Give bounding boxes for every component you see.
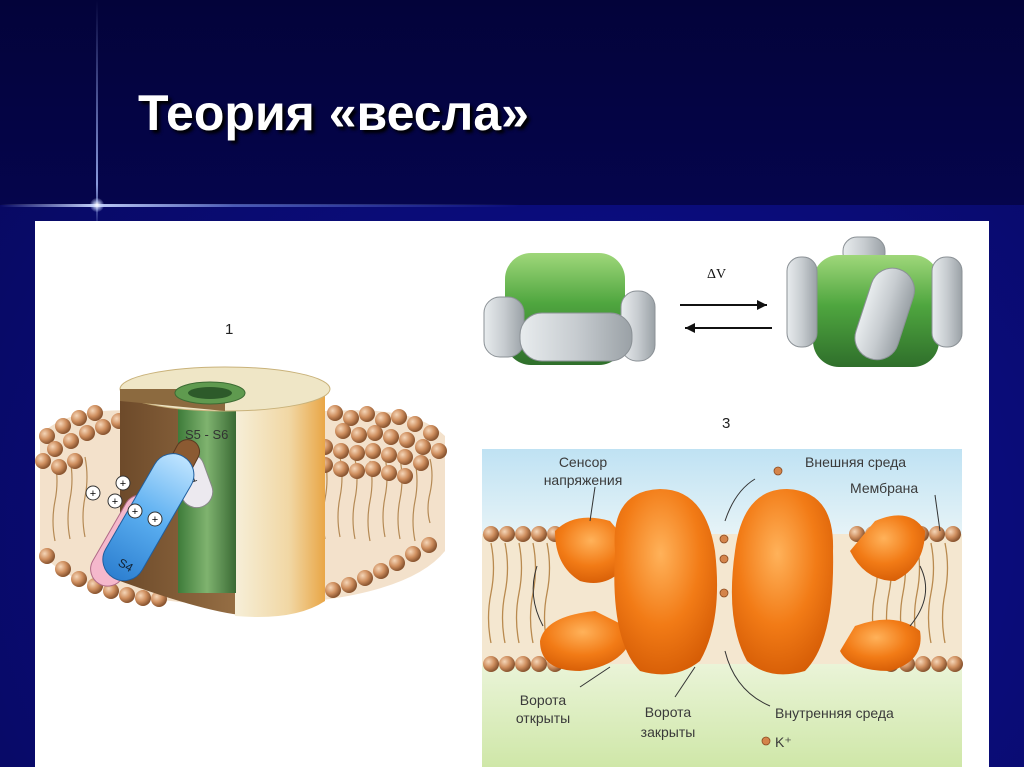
- charge-plus: +: [152, 514, 158, 526]
- panel-3-channel-gating: 3: [482, 415, 963, 767]
- panel-3-label: 3: [722, 415, 730, 432]
- slide-title: Теория «весла»: [138, 85, 529, 141]
- state-closed-left: [483, 253, 656, 365]
- delta-v-arrows: ΔV: [680, 267, 772, 333]
- label-voltage-sensor-line1: Сенсор: [559, 454, 608, 470]
- charge-plus: +: [120, 478, 126, 490]
- light-flare-center: [90, 198, 104, 212]
- label-outer-medium: Внешняя среда: [805, 454, 906, 470]
- inner-medium-bg: [482, 664, 962, 767]
- charge-plus: +: [112, 496, 118, 508]
- label-leader-lines: [532, 478, 941, 707]
- segment-label-s4: S4: [116, 556, 136, 576]
- header-band: [0, 0, 1024, 205]
- label-gate-open-line1: Ворота: [520, 692, 567, 708]
- label-inner-medium: Внутренняя среда: [775, 705, 894, 721]
- delta-v-label: ΔV: [707, 267, 726, 282]
- light-flare-horizontal: [0, 204, 520, 207]
- state-open-right: [786, 236, 963, 367]
- light-flare-vertical: [96, 0, 98, 230]
- figure-panel: 1: [35, 221, 989, 767]
- charge-plus: +: [90, 488, 96, 500]
- panel-3-labels: Сенсор напряжения Внешняя среда Мембрана…: [516, 454, 919, 750]
- label-gate-closed-line1: Ворота: [645, 704, 692, 720]
- label-membrane: Мембрана: [850, 480, 918, 496]
- label-voltage-sensor-line2: напряжения: [544, 472, 623, 488]
- charge-plus: +: [132, 506, 138, 518]
- label-ion-k: K⁺: [775, 734, 792, 750]
- paddle-theory-illustration: 1: [35, 221, 963, 767]
- label-gate-closed-line2: закрыты: [641, 724, 696, 740]
- segment-label-s5-s6: S5 - S6: [185, 427, 228, 442]
- panel-2-conformation-switch: 2 ΔV: [483, 221, 963, 367]
- channel-protein: [540, 466, 925, 746]
- s4-charges: + + + + +: [85, 475, 163, 527]
- panel-1-channel-in-membrane: 1: [35, 321, 447, 617]
- label-gate-open-line2: открыты: [516, 710, 570, 726]
- panel-1-label: 1: [225, 321, 233, 338]
- panel-2-label: 2: [707, 221, 715, 222]
